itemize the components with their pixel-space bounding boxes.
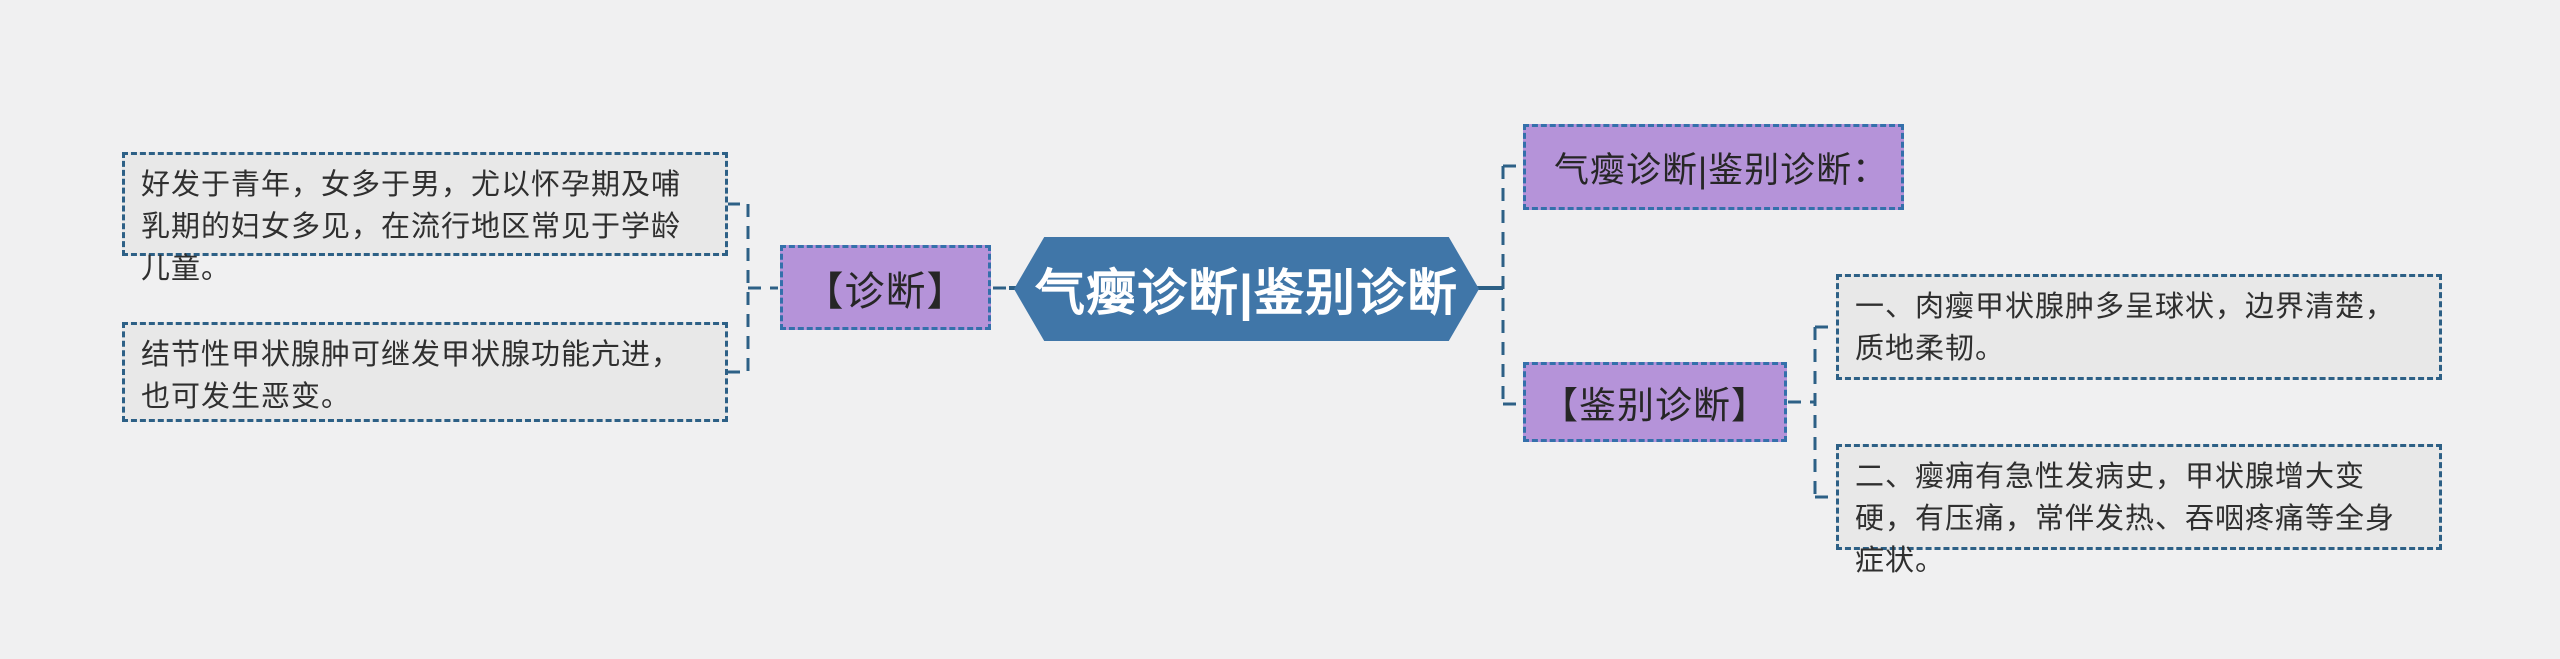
leaf-node-yingyong[interactable]: 二、瘿痈有急性发病史，甲状腺增大变硬，有压痛，常伴发热、吞咽疼痛等全身症状。: [1836, 444, 2442, 577]
branch-node-diagnosis-label: 【诊断】: [803, 269, 968, 314]
branch-node-diagnosis-differential-title[interactable]: 气瘿诊断|鉴别诊断：: [1523, 124, 1904, 210]
leaf-node-nodular-goiter-text: 结节性甲状腺肿可继发甲状腺功能亢进，也可发生恶变。: [141, 339, 682, 414]
branch-node-differential-diagnosis-label: 【鉴别诊断】: [1541, 385, 1769, 426]
root-node-topic[interactable]: 气瘿诊断|鉴别诊断: [1014, 237, 1479, 341]
branch-node-diagnosis-differential-title-label: 气瘿诊断|鉴别诊断：: [1554, 150, 1889, 190]
leaf-node-rouying-text: 一、肉瘿甲状腺肿多呈球状，边界清楚，质地柔韧。: [1855, 291, 2396, 366]
branch-node-diagnosis[interactable]: 【诊断】: [780, 245, 991, 330]
leaf-node-nodular-goiter[interactable]: 结节性甲状腺肿可继发甲状腺功能亢进，也可发生恶变。: [122, 322, 728, 422]
root-node-topic-label: 气瘿诊断|鉴别诊断: [1035, 265, 1458, 321]
leaf-node-rouying[interactable]: 一、肉瘿甲状腺肿多呈球状，边界清楚，质地柔韧。: [1836, 274, 2442, 380]
leaf-node-epidemiology-text: 好发于青年，女多于男，尤以怀孕期及哺乳期的妇女多见，在流行地区常见于学龄儿童。: [141, 169, 682, 286]
leaf-node-epidemiology[interactable]: 好发于青年，女多于男，尤以怀孕期及哺乳期的妇女多见，在流行地区常见于学龄儿童。: [122, 152, 728, 285]
leaf-node-yingyong-text: 二、瘿痈有急性发病史，甲状腺增大变硬，有压痛，常伴发热、吞咽疼痛等全身症状。: [1855, 461, 2396, 578]
branch-node-differential-diagnosis[interactable]: 【鉴别诊断】: [1523, 362, 1787, 442]
